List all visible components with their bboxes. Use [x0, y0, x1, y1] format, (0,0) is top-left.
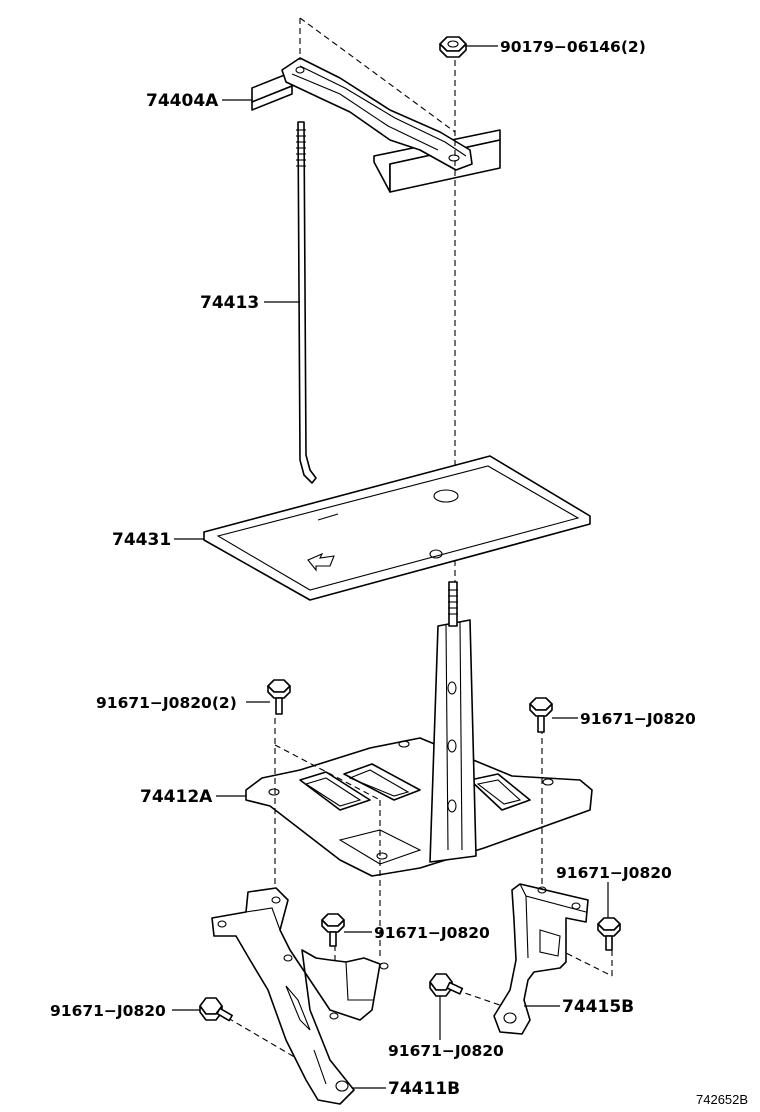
label-91671-j0820-left-low: 91671−J0820 [50, 1002, 166, 1020]
bolt-91671-j0820-right-mid [597, 917, 621, 951]
bolt-91671-j0820-center [321, 913, 345, 947]
illustration-reference-code: 742652B [696, 1092, 748, 1107]
label-74431: 74431 [112, 530, 171, 550]
bracket-74411b [211, 887, 389, 1105]
label-74413: 74413 [200, 293, 259, 313]
hold-down-rod-74413 [296, 121, 317, 484]
bolt-91671-j0820-left-top [267, 679, 291, 715]
alignment-line [299, 17, 456, 133]
nut-90179-06146 [439, 36, 467, 58]
label-91671-j0820-right-top: 91671−J0820 [580, 710, 696, 728]
alignment-line [227, 1017, 321, 1073]
label-91671-j0820-bottom: 91671−J0820 [388, 1042, 504, 1060]
tray-support-74412a [245, 581, 593, 877]
bracket-74415b [493, 883, 589, 1035]
alignment-line [455, 989, 521, 1013]
label-74411b: 74411B [388, 1079, 460, 1099]
label-91671-j0820-left-top: 91671−J0820(2) [96, 694, 237, 712]
battery-tray-74431 [203, 455, 591, 601]
bolt-91671-j0820-right-top [529, 697, 553, 733]
bolt-91671-j0820-bottom [429, 973, 464, 997]
battery-clamp-74404a [251, 57, 501, 193]
label-74412a: 74412A [140, 787, 213, 807]
label-74404a: 74404A [146, 91, 219, 111]
label-74415b: 74415B [562, 997, 634, 1017]
label-90179-06146: 90179−06146(2) [500, 38, 646, 56]
label-91671-j0820-center: 91671−J0820 [374, 924, 490, 942]
bolt-91671-j0820-left-low [199, 997, 233, 1022]
label-91671-j0820-right-mid: 91671−J0820 [556, 864, 672, 882]
